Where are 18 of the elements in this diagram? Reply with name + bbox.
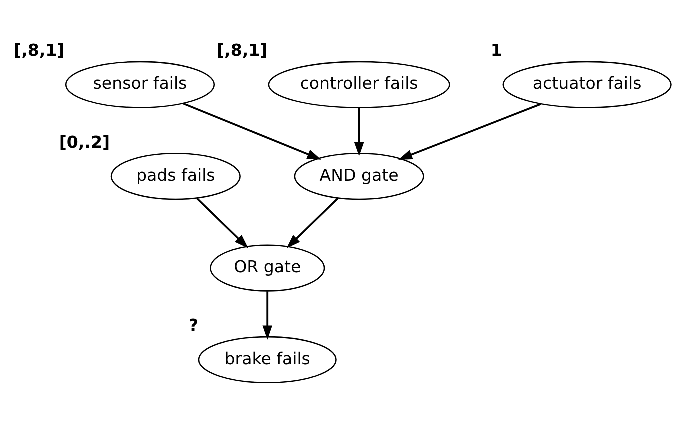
node-ellipse: controller fails [268, 61, 450, 108]
node-ellipse: AND gate [294, 153, 424, 200]
node-ellipse: sensor fails [65, 61, 216, 108]
node-ellipse: pads fails [110, 153, 241, 200]
node-label: ? [189, 316, 199, 336]
node-label: [0,.2] [59, 132, 110, 152]
arrow [286, 198, 339, 248]
arrow [398, 103, 542, 160]
node-label: 1 [490, 41, 502, 60]
node-label: [,8,1] [216, 41, 268, 60]
node-ellipse: actuator fails [502, 61, 672, 108]
arrow [262, 292, 273, 340]
arrow [196, 198, 249, 248]
node-ellipse: brake fails [198, 336, 337, 384]
arrow [183, 102, 322, 160]
node-label: [,8,1] [14, 41, 65, 60]
node-ellipse: OR gate [210, 244, 326, 292]
arrow [354, 108, 364, 156]
